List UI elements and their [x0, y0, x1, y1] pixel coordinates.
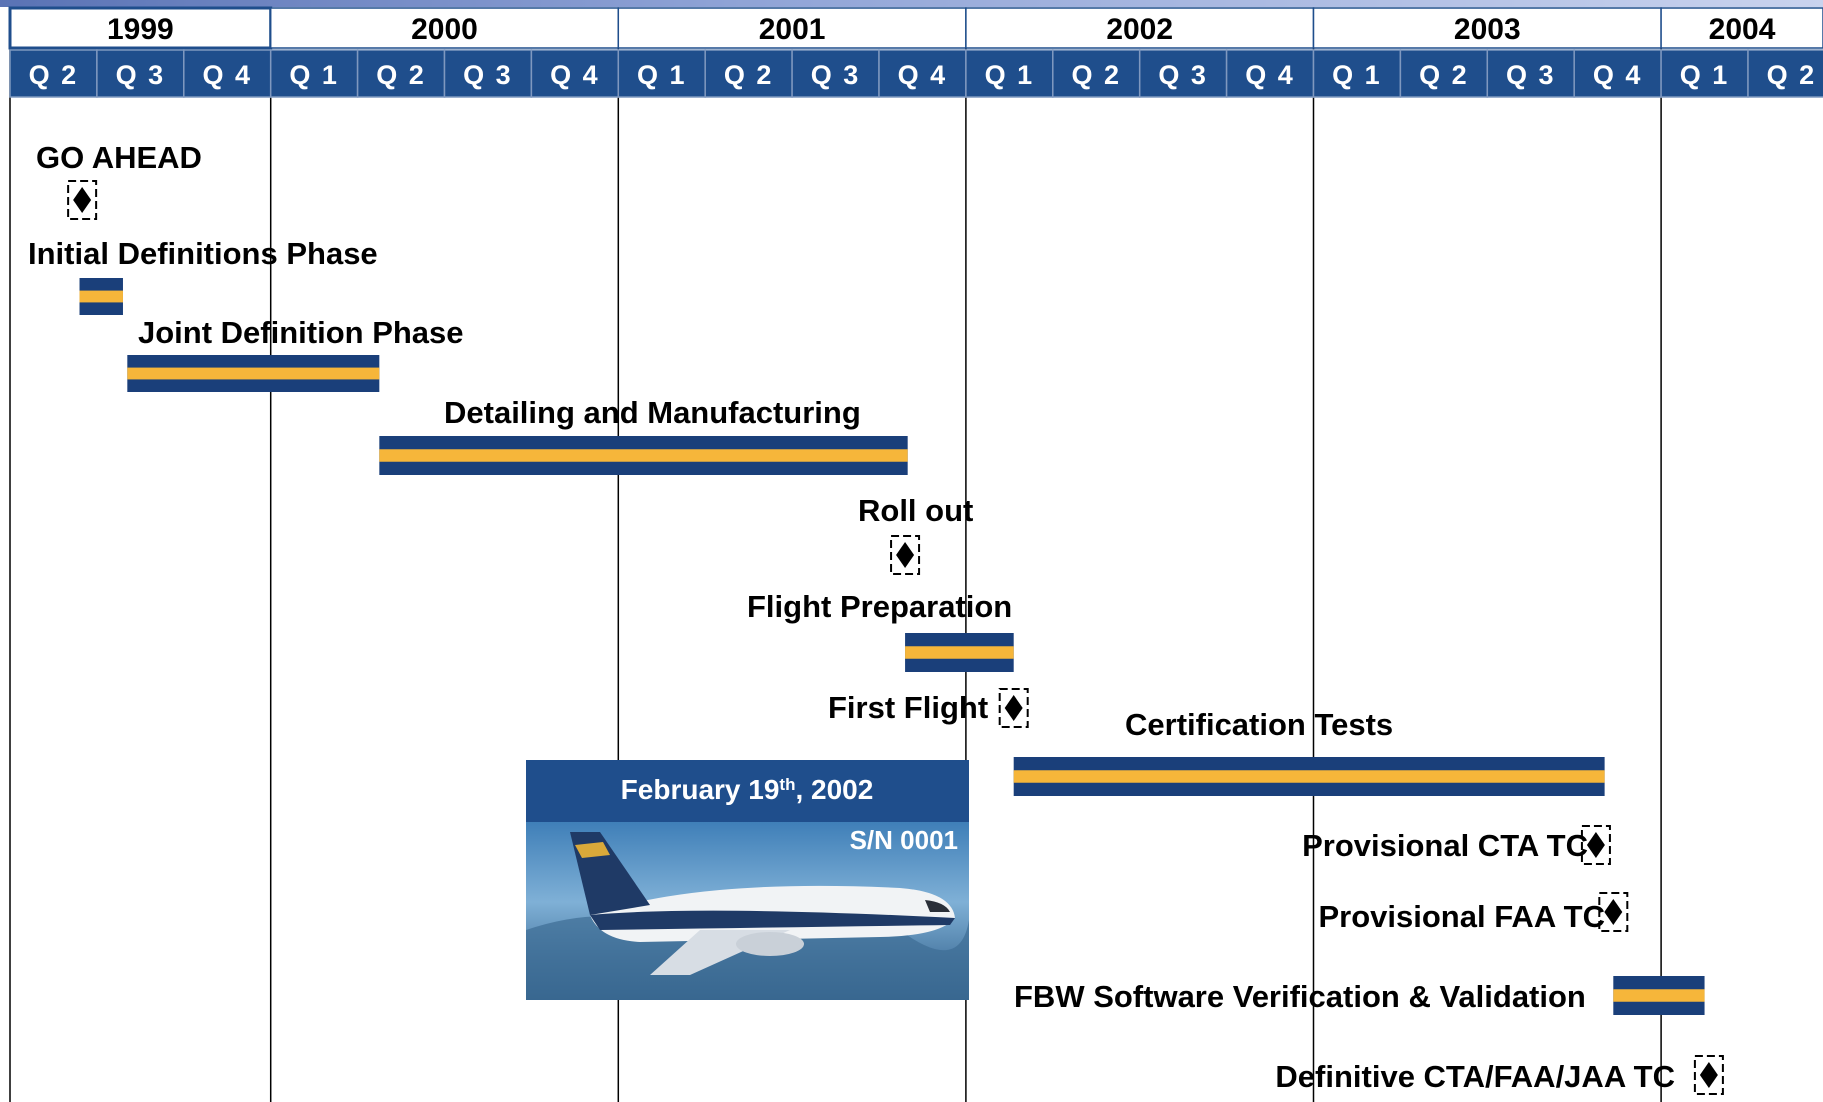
milestone-icon-definitive-cta-faa-jaa-tc [1693, 1055, 1724, 1095]
quarter-label: Q 4 [1593, 60, 1643, 90]
first-flight-photo-panel: February 19th, 2002 S/N 0001 [526, 760, 969, 1000]
quarter-label: Q 3 [811, 60, 861, 90]
year-label: 2000 [411, 13, 478, 46]
year-label: 2001 [759, 13, 826, 46]
milestone-markers [67, 180, 1724, 1095]
quarter-cell [96, 49, 185, 98]
quarter-cell [1660, 49, 1749, 98]
quarter-cell [1399, 49, 1489, 98]
quarter-label: Q 1 [1680, 60, 1730, 90]
phase-bar-stripe-fbw-software-verification-validation [1613, 989, 1705, 1002]
milestone-label-definitive-cta-faa-jaa-tc: Definitive CTA/FAA/JAA TC [1275, 1059, 1675, 1094]
quarter-label: Q 1 [1332, 60, 1382, 90]
phase-bars [79, 278, 1705, 1015]
year-label: 1999 [107, 13, 174, 46]
phase-bar-stripe-certification-tests [1013, 770, 1605, 783]
quarter-label: Q 2 [1071, 60, 1121, 90]
phase-bar-stripe-detailing-and-manufacturing [379, 449, 908, 462]
phase-label-joint-definition-phase: Joint Definition Phase [138, 315, 464, 350]
quarter-cell [1312, 49, 1402, 98]
quarter-label: Q 2 [29, 60, 79, 90]
phase-bar-stripe-flight-preparation [905, 646, 1014, 659]
photo-serial-number: S/N 0001 [850, 825, 958, 855]
quarter-label: Q 4 [550, 60, 600, 90]
phase-label-flight-preparation: Flight Preparation [747, 589, 1012, 624]
quarter-label: Q 3 [1158, 60, 1208, 90]
year-cell-2003 [1312, 7, 1662, 49]
airplane-image [570, 832, 955, 975]
quarter-cell [1052, 49, 1141, 98]
milestone-label-provisional-faa-tc: Provisional FAA TC [1318, 899, 1605, 934]
year-cell-2004 [1660, 7, 1823, 49]
quarter-label: Q 4 [202, 60, 252, 90]
year-label: 2003 [1454, 13, 1521, 46]
quarter-label: Q 2 [724, 60, 774, 90]
phase-bar-stripe-initial-definitions-phase [79, 290, 123, 303]
milestone-label-go-ahead: GO AHEAD [36, 140, 202, 175]
milestone-icon-roll-out [890, 535, 921, 575]
year-label: 2004 [1709, 13, 1776, 46]
milestone-icon-provisional-faa-tc [1598, 892, 1629, 932]
milestone-label-roll-out: Roll out [858, 493, 973, 528]
year-cell-2001 [617, 7, 967, 49]
quarter-cell [1138, 49, 1228, 98]
phase-label-fbw-software-verification-validation: FBW Software Verification & Validation [1014, 979, 1586, 1014]
quarter-cell [9, 49, 98, 98]
phase-label-detailing-and-manufacturing: Detailing and Manufacturing [444, 395, 861, 430]
milestone-icon-first-flight [998, 688, 1029, 728]
milestone-label-provisional-cta-tc: Provisional CTA TC [1302, 828, 1588, 863]
year-header-row: 1999 2000 2001 2002 2003 2004 [8, 6, 1823, 50]
year-label: 2002 [1106, 13, 1173, 46]
quarter-label: Q 1 [985, 60, 1035, 90]
photo-date: February 19th, 2002 [621, 774, 874, 805]
year-cell-2000 [269, 7, 620, 49]
quarter-label: Q 3 [463, 60, 513, 90]
quarter-cell [1573, 49, 1662, 98]
milestone-label-first-flight: First Flight [828, 690, 988, 725]
quarter-cell [1225, 49, 1315, 98]
milestone-icon-provisional-cta-tc [1580, 825, 1611, 865]
quarter-cell [269, 49, 359, 98]
phase-label-certification-tests: Certification Tests [1125, 707, 1393, 742]
top-decor-band [0, 0, 1823, 7]
quarter-cell [1747, 49, 1823, 98]
quarter-label: Q 3 [1506, 60, 1556, 90]
quarter-cell [704, 49, 793, 98]
quarter-header-row: Q 2 Q 3 Q 4 Q 1 Q 2 Q 3 Q 4 Q 1 Q 2 Q 3 Q 4 Q 1 Q 2 Q… [9, 49, 1823, 98]
milestone-icon-go-ahead [67, 180, 98, 220]
quarter-label: Q 4 [898, 60, 948, 90]
quarter-label: Q 2 [1767, 60, 1817, 90]
quarter-cell [530, 49, 620, 98]
quarter-cell [617, 49, 706, 98]
quarter-cell [356, 49, 446, 98]
quarter-cell [791, 49, 880, 98]
photo-caption-band [526, 760, 969, 822]
quarter-label: Q 2 [1419, 60, 1469, 90]
quarter-label: Q 3 [116, 60, 166, 90]
quarter-cell [183, 49, 272, 98]
quarter-label: Q 4 [1245, 60, 1295, 90]
phase-label-initial-definitions-phase: Initial Definitions Phase [28, 236, 378, 271]
quarter-label: Q 2 [376, 60, 426, 90]
phase-bar-stripe-joint-definition-phase [127, 367, 380, 380]
quarter-label: Q 1 [637, 60, 687, 90]
quarter-label: Q 1 [289, 60, 339, 90]
